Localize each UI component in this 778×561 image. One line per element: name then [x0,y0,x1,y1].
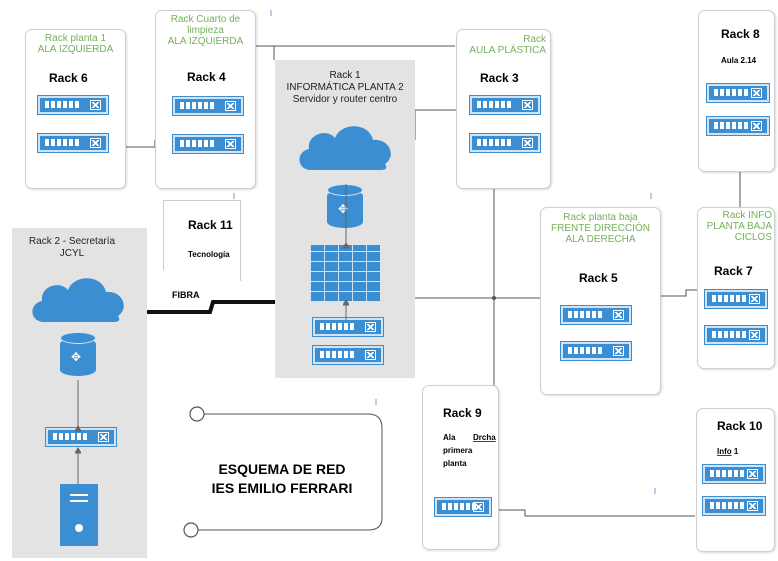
rack-3-title: Rack 3 [480,71,519,85]
rack-9-location-ala: Ala [443,433,456,442]
switch-icon [561,342,631,360]
rack-10-info: Info 1 [717,447,738,456]
rack-9-location-drcha: Drcha [473,433,496,442]
rack-11-title: Rack 11 [188,218,233,232]
rack-2-label: Rack 2 - Secretaría JCYL [28,236,116,259]
rack-11-card: Rack 11 Tecnología [163,200,241,281]
rack-9-card: Rack 9 Ala Drcha primera planta [422,385,499,550]
switch-icon [470,96,540,114]
router-arrows-icon: ✥ [71,350,82,364]
uplink-arrows [75,380,81,484]
rack-1-panel: Rack 1 INFORMÁTICA PLANTA 2 Servidor y r… [275,60,415,378]
rack-4-location-label: Rack Cuarto de limpieza ALA IZQUIERDA [167,14,244,47]
rack-9-location-planta: planta [443,459,467,468]
diagram-title-line-2: IES EMILIO FERRARI [211,480,353,496]
rack-4-title: Rack 4 [187,70,226,84]
rack-1-label: Rack 1 INFORMÁTICA PLANTA 2 Servidor y r… [286,70,404,105]
fiber-link-label: FIBRA [172,290,200,300]
switch-icon [173,97,243,115]
cloud-icon [299,126,391,170]
rack-5-title: Rack 5 [579,271,618,285]
switch-icon [703,465,765,483]
switch-icon [705,290,767,308]
rack-2-panel: Rack 2 - Secretaría JCYL ✥ [12,228,147,558]
rack-7-title: Rack 7 [714,264,753,278]
rack-5-location-label: Rack planta baja FRENTE DIRECCIÓN ALA DE… [551,212,650,245]
rack-6-location-label: Rack planta 1 ALA IZQUIERDA [37,33,114,55]
rack-6-card: Rack planta 1 ALA IZQUIERDA Rack 6 [25,29,126,189]
rack-9-location-primera: primera [443,446,473,455]
diagram-title-line-1: ESQUEMA DE RED [218,461,346,477]
switch-icon [313,318,383,336]
router-icon: ✥ [60,332,96,380]
rack-8-card: Rack 8 Aula 2.14 [698,10,775,172]
switch-icon [561,306,631,324]
cloud-icon [32,278,124,322]
rack-10-card: Rack 10 Info 1 [696,408,775,552]
switch-icon [435,498,491,516]
rack-9-title: Rack 9 [443,406,482,420]
rack-10-info-word: Info [717,447,732,456]
switch-icon [313,346,383,364]
router-icon: ✥ [327,184,363,232]
rack-10-info-number: 1 [731,447,739,456]
rack-8-subtitle: Aula 2.14 [721,56,757,65]
rack-5-card: Rack planta baja FRENTE DIRECCIÓN ALA DE… [540,207,661,395]
switch-icon [703,497,765,515]
switch-icon [470,134,540,152]
rack-10-title: Rack 10 [717,419,763,433]
rack-7-card: Rack INFO PLANTA BAJA CICLOS Rack 7 [697,207,775,369]
switch-icon [46,428,116,446]
rack-7-location-label: Rack INFO PLANTA BAJA CICLOS [706,210,772,243]
firewall-icon [310,245,380,302]
rack-8-title: Rack 8 [721,27,760,41]
rack-3-card: Rack AULA PLÁSTICA Rack 3 [456,29,551,189]
switch-icon [707,117,769,135]
switch-icon [173,135,243,153]
diagram-title: ESQUEMA DE RED IES EMILIO FERRARI [190,460,374,498]
rack-11-subtitle: Tecnología [188,250,230,259]
server-icon [60,484,98,546]
router-arrows-icon: ✥ [338,202,349,216]
rack-6-title: Rack 6 [49,71,88,85]
switch-icon [38,134,108,152]
rack-4-card: Rack Cuarto de limpieza ALA IZQUIERDA Ra… [155,10,256,189]
uplink-arrows [343,184,349,320]
rack-3-location-label: Rack AULA PLÁSTICA [469,34,546,56]
switch-icon [705,326,767,344]
switch-icon [38,96,108,114]
switch-icon [707,84,769,102]
